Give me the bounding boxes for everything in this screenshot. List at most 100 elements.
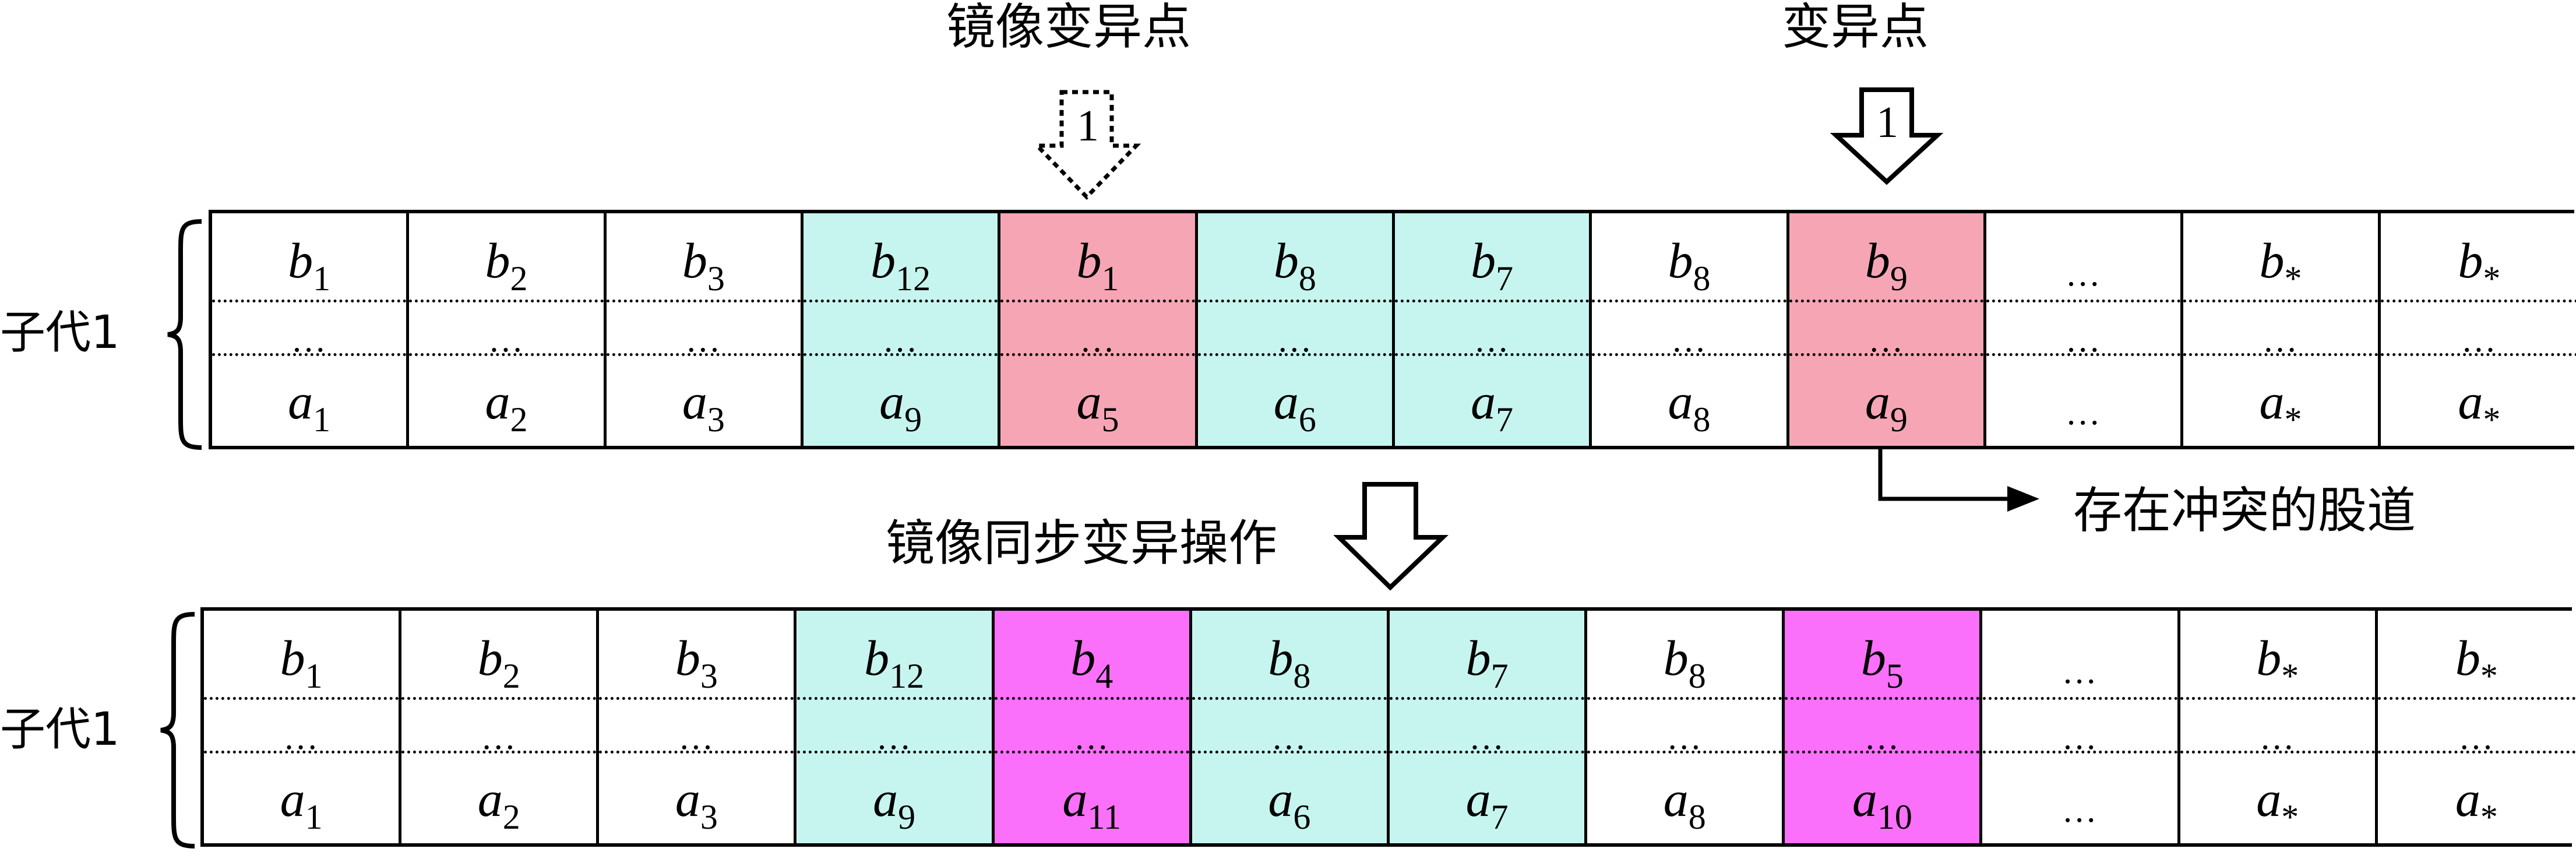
gene-a-label: a*	[2381, 376, 2576, 437]
gene-a-subscript: 1	[313, 400, 331, 439]
dotted-divider	[1390, 751, 1585, 754]
gene-a-var: a	[288, 374, 313, 429]
gene-a-label: a*	[2378, 774, 2575, 835]
gene-a-label: a5	[1000, 376, 1194, 437]
dotted-divider	[2180, 697, 2375, 700]
operation-label: 镜像同步变异操作	[886, 515, 1278, 572]
gene-b-label: b*	[2378, 630, 2575, 693]
dotted-divider	[1587, 697, 1782, 700]
gene-b-var: b	[1668, 233, 1693, 288]
dotted-divider	[409, 353, 604, 356]
dotted-divider	[204, 697, 399, 700]
gene-b-label: b2	[401, 630, 596, 693]
gene-b-subscript: 1	[1101, 259, 1119, 298]
gene-a-label: a7	[1395, 376, 1589, 437]
gene-b-label: b3	[607, 235, 801, 296]
dotted-divider	[2377, 697, 2575, 700]
gene-cell: b*…a*	[2377, 611, 2575, 843]
middle-ellipsis: …	[488, 321, 524, 359]
gene-a-var: a	[873, 771, 898, 827]
conflict-connector	[1878, 449, 2039, 512]
mirror-point-marker: 1	[1077, 101, 1099, 150]
dotted-divider	[409, 300, 604, 302]
dotted-divider	[1982, 751, 2177, 754]
dotted-divider	[2183, 353, 2378, 356]
gene-b-subscript: 9	[1890, 259, 1908, 298]
gene-a-label: a9	[804, 376, 998, 437]
gene-b-var: b	[2458, 233, 2483, 288]
dotted-divider	[1592, 353, 1786, 356]
gene-a-label: a3	[607, 376, 801, 437]
gene-cell: b*…a*	[2380, 213, 2576, 446]
gene-a-var: a	[280, 771, 305, 827]
gene-b-subscript: 5	[1886, 657, 1904, 695]
dotted-divider	[2377, 751, 2575, 754]
dotted-divider	[1982, 697, 2177, 700]
gene-b-subscript: 2	[510, 259, 528, 298]
conflict-label: 存在冲突的股道	[2073, 482, 2416, 539]
dotted-divider	[401, 697, 597, 700]
gene-b-subscript: 12	[896, 259, 931, 298]
gene-b-var: b	[1663, 630, 1689, 686]
dotted-divider	[1000, 353, 1195, 356]
gene-cell: b9…a9	[1789, 213, 1986, 446]
middle-ellipsis: …	[678, 718, 715, 756]
gene-b-var: b	[477, 630, 503, 686]
gene-a-subscript: *	[2483, 400, 2501, 439]
gene-b-label: b8	[1587, 630, 1782, 693]
middle-ellipsis: …	[2259, 718, 2296, 756]
middle-ellipsis: …	[1868, 321, 1905, 359]
mirror-point-label: 镜像变异点	[946, 0, 1192, 55]
gene-a-subscript: 7	[1496, 400, 1514, 439]
gene-a-var: a	[1865, 374, 1890, 429]
gene-b-var: b	[2455, 630, 2480, 686]
gene-cell: b7…a7	[1390, 611, 1588, 843]
gene-cell: b1…a5	[1000, 213, 1198, 446]
gene-b-label: …	[1986, 244, 2180, 294]
gene-a-subscript: 9	[898, 798, 916, 836]
gene-a-label: a6	[1192, 774, 1387, 835]
gene-b-subscript: 8	[1298, 259, 1316, 298]
child-bottom-bracket	[160, 612, 195, 849]
gene-a-var: a	[485, 374, 510, 429]
gene-cell: b8…a6	[1192, 611, 1390, 843]
gene-b-label: b1	[204, 633, 399, 693]
gene-a-label: a1	[212, 374, 406, 437]
gene-b-label: b5	[1785, 633, 1979, 693]
mutation-point-arrow	[1830, 87, 1944, 185]
middle-ellipsis: …	[1671, 321, 1707, 359]
gene-a-var: a	[1668, 374, 1693, 429]
gene-b-subscript: 2	[502, 657, 520, 695]
gene-cell: b1 … a 1	[204, 611, 402, 843]
gene-cell: b4…a11	[994, 611, 1192, 843]
dotted-divider	[1197, 353, 1392, 356]
gene-a-subscript: *	[2480, 798, 2498, 836]
gene-b-label: b8	[1198, 235, 1392, 296]
dotted-divider	[401, 751, 597, 754]
middle-ellipsis: …	[283, 718, 320, 756]
gene-b-label: b2	[409, 235, 603, 296]
dotted-divider	[804, 353, 998, 356]
gene-b-label: b4	[995, 633, 1189, 693]
dotted-divider	[204, 751, 399, 754]
gene-a-var: a	[1852, 771, 1877, 827]
gene-cell: b8…a8	[1592, 213, 1789, 446]
gene-b-var: b	[2256, 630, 2282, 686]
gene-b-subscript: 12	[889, 657, 925, 695]
gene-a-var: a	[477, 771, 503, 827]
gene-a-subscript: 11	[1087, 798, 1122, 836]
dotted-divider	[1587, 751, 1782, 754]
gene-b-var: b	[1865, 233, 1890, 288]
ellipsis-text: …	[2065, 393, 2102, 432]
dotted-divider	[606, 353, 801, 356]
gene-a-subscript: 9	[1890, 400, 1908, 439]
gene-b-label: b*	[2180, 630, 2375, 693]
gene-b-subscript: 8	[1693, 259, 1711, 298]
middle-ellipsis: …	[2061, 718, 2098, 756]
gene-a-var: a	[1062, 771, 1088, 827]
gene-b-subscript: 1	[305, 657, 323, 695]
gene-a-label: a9	[797, 771, 992, 835]
gene-a-label: a3	[599, 774, 794, 835]
gene-a-var: a	[1273, 374, 1299, 429]
